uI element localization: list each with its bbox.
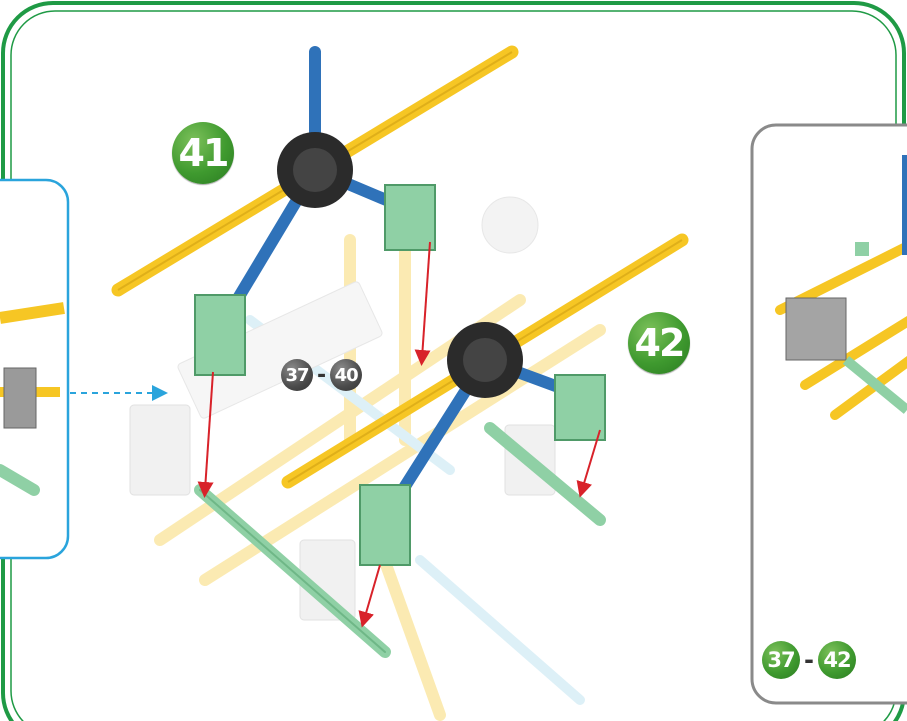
step-41-badge: 41 [172,122,234,184]
range-start-badge: 37 [281,359,313,391]
step-42-badge: 42 [628,312,690,374]
step-range-37-40: 37 - 40 [281,359,362,391]
preview-callout-right [752,125,907,703]
range-separator: - [804,646,814,674]
range-end-badge: 42 [818,641,856,679]
zoom-callout-left [0,180,68,558]
range-separator: - [317,363,326,388]
range-end-badge: 40 [330,359,362,391]
range-start-badge: 37 [762,641,800,679]
step-range-37-42: 37 - 42 [762,641,856,679]
